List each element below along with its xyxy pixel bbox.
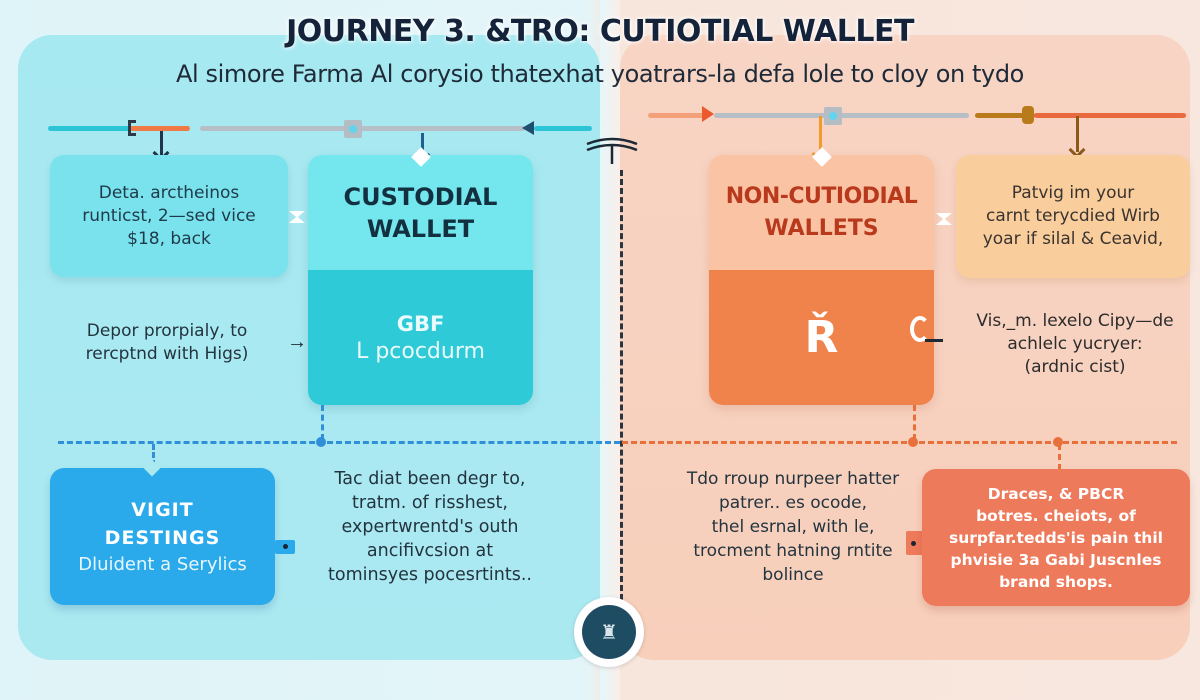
custodial-title-line: WALLET [366,214,475,243]
right-info-line: Patvig im your [1011,183,1135,203]
left-description-line: expertwrentd's outh [341,517,519,537]
shops-line: brand shops. [999,572,1113,591]
right-description-line: patrer.. es ocode, [718,493,868,513]
noncustodial-wallet-card[interactable]: NON-CUTIODIAL WALLETS Ř [709,155,934,405]
right-rail-arrowhead [702,106,714,122]
right-description: Tdo rroup nurpeer hatter patrer.. es oco… [668,467,918,587]
visit-title-line: DESTINGS [104,526,221,549]
left-rail-node [344,120,362,138]
custodial-wallet-body: GBF L pcocdurm [308,270,533,405]
visit-destinations-button[interactable]: VIGIT DESTINGS Dluident a Serylics [50,468,275,605]
seal-glyph-icon: ♜ [600,621,618,644]
noncustodial-title-line: NON-CUTIODIAL [725,183,918,209]
left-info-box: Deta. arctheinos runticst, 2—sed vice $1… [50,155,288,277]
center-link-icon [586,137,638,164]
vis-text: Vis,_m. lexelo Cipy—de achlelc yucryer: … [950,310,1200,379]
center-dashed-line [620,170,623,600]
left-description-line: ancifivcsion at [366,541,494,561]
left-rail-arrowhead [522,121,534,135]
right-description-line: thel esrnal, with le, [711,517,875,537]
ring-icon [910,316,930,342]
vis-line: Vis,_m. lexelo Cipy—de [976,311,1174,331]
visit-tab-dot [283,544,288,549]
right-description-line: bolince [762,565,824,585]
left-rail-main [200,126,525,131]
right-info-line: carnt terycdied Wirb [986,206,1160,226]
center-divider-strip [600,0,620,700]
visit-dashed-connector [152,444,155,466]
custodial-title-line: CUSTODIAL [343,182,498,211]
right-info-line: yoar if silal & Ceavid, [982,229,1164,249]
left-dashed-divider [58,441,620,444]
right-description-line: trocment hatning rntite [693,541,893,561]
shops-tab-dot [911,541,916,546]
deposit-line: rercptnd with Higs) [85,344,249,364]
arrow-right-icon: → [287,331,307,353]
right-rail-brown [975,113,1035,118]
right-dash-dot [908,437,918,447]
custodial-dashed-connector [321,405,324,440]
left-rail-bracket [128,120,136,136]
noncustodial-title-line: WALLETS [764,215,879,241]
left-info-line: $18, back [127,228,211,249]
page-subtitle: Al simore Farma Al corysio thatexhat yoa… [176,60,1024,88]
right-description-line: Tdo rroup nurpeer hatter [686,469,900,489]
right-rail-start [648,113,704,118]
visit-title-line: VIGIT [131,498,194,521]
shops-dashed-connector [1058,444,1061,470]
right-rail-end [1034,113,1186,118]
deposit-text: Depor prorpialy, to rercptnd with Higs) [52,320,282,366]
left-description-line: tratm. of risshest, [352,493,508,513]
vis-line: (ardnic cist) [1024,357,1126,377]
left-rail-start [48,126,132,131]
vis-line: achlelc yucryer: [1007,334,1143,354]
right-info-box: Patvig im your carnt terycdied Wirb yoar… [956,155,1190,278]
arrow-down-icon [819,116,822,156]
shops-line: Draces, & PBCR [987,484,1125,503]
right-dashed-divider [622,441,1177,444]
right-rail-knob [1022,106,1034,124]
custodial-sub-line: L pcocdurm [356,338,485,364]
brand-shops-button[interactable]: Draces, & PBCR botres. cheiots, of surpf… [922,469,1190,606]
connector-icon [289,211,305,223]
noncustodial-wallet-body: Ř [709,270,934,405]
left-description-line: Tac diat been degr to, [334,469,526,489]
emblem-seal-icon: ♜ [574,597,644,667]
plug-icon [925,339,943,342]
shops-line: phvisie 3a Gabi Juscnles [950,550,1162,569]
deposit-line: Depor prorpialy, to [86,321,248,341]
custodial-wallet-header: CUSTODIAL WALLET [308,155,533,270]
shops-line: botres. cheiots, of [976,506,1136,525]
page-title: JOURNEY 3. &TRO: CUTIOTIAL WALLET [286,14,914,49]
glyph-icon: Ř [804,312,839,363]
right-dash-dot [1053,437,1063,447]
right-rail-node [824,107,842,125]
connector-icon [936,213,952,225]
visit-sub-line: Dluident a Serylics [78,553,247,575]
arrow-down-icon [160,131,163,155]
noncustodial-wallet-header: NON-CUTIODIAL WALLETS [709,155,934,270]
left-dash-dot [316,437,326,447]
shops-line: surpfar.tedds'is pain thil [949,528,1163,547]
left-rail-end [534,126,592,131]
left-info-line: runticst, 2—sed vice [82,205,256,226]
left-description: Tac diat been degr to, tratm. of risshes… [300,467,560,587]
arrow-down-icon [421,133,424,157]
custodial-sub-line: GBF [396,311,445,336]
left-rail-accent [130,126,190,131]
arrow-down-icon [1076,116,1079,152]
left-info-line: Deta. arctheinos [98,182,240,203]
seal-inner: ♜ [582,605,636,659]
noncustodial-dashed-connector [913,405,916,440]
custodial-wallet-card[interactable]: CUSTODIAL WALLET GBF L pcocdurm [308,155,533,405]
left-description-line: tominsyes pocesrtints.. [328,565,532,585]
